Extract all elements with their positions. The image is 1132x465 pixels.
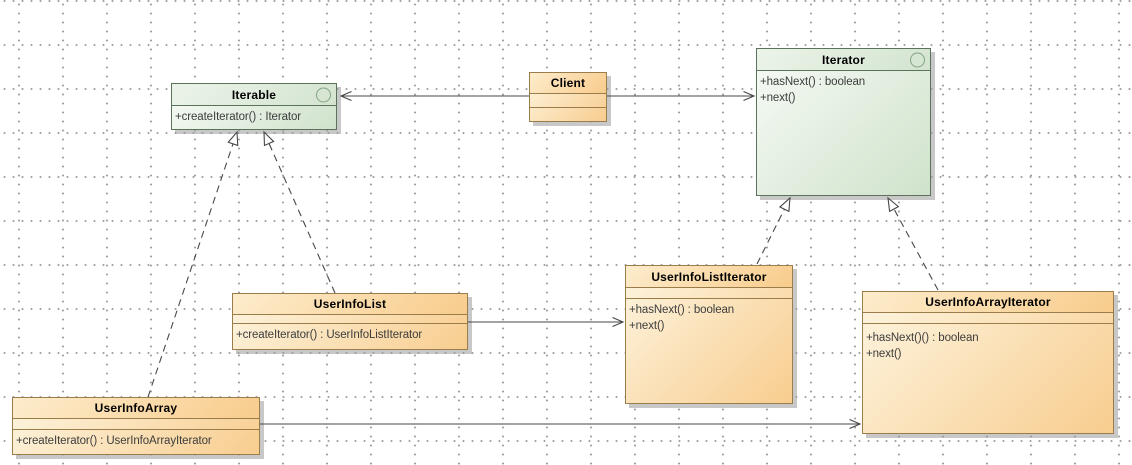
class-userinfoarrayiterator-title-bar: UserInfoArrayIterator bbox=[863, 292, 1113, 313]
class-client[interactable]: Client bbox=[529, 72, 607, 122]
operation: +hasNext() : boolean bbox=[629, 304, 735, 316]
operation: +createIterator() : UserInfoListIterator bbox=[236, 329, 423, 341]
class-userinfolistiterator-title-bar: UserInfoListIterator bbox=[626, 266, 792, 288]
operation: +next() bbox=[760, 92, 796, 104]
realization-userinfoarray-to-iterable[interactable] bbox=[147, 130, 239, 398]
operation: +hasNext()() : boolean bbox=[866, 332, 979, 344]
operation: +next() bbox=[629, 320, 665, 332]
class-userinfoarrayiterator-operations: +hasNext()() : boolean +next() bbox=[863, 324, 1113, 433]
class-userinfolistiterator[interactable]: UserInfoListIterator +hasNext() : boolea… bbox=[625, 265, 793, 404]
class-iterator-title-bar: Iterator bbox=[757, 49, 930, 71]
realization-userinfoarrayiterator-to-iterator[interactable] bbox=[887, 196, 939, 291]
class-userinfolist-title-bar: UserInfoList bbox=[233, 294, 467, 315]
class-userinfoarrayiterator[interactable]: UserInfoArrayIterator +hasNext()() : boo… bbox=[862, 291, 1114, 434]
class-userinfolistiterator-operations: +hasNext() : boolean +next() bbox=[626, 299, 792, 403]
class-iterator[interactable]: Iterator +hasNext() : boolean +next() bbox=[756, 48, 931, 196]
realization-userinfolist-to-iterable[interactable] bbox=[263, 130, 336, 294]
class-iterator-operations: +hasNext() : boolean +next() bbox=[757, 71, 930, 195]
class-iterable-name: Iterable bbox=[231, 87, 277, 102]
class-userinfoarrayiterator-name: UserInfoArrayIterator bbox=[925, 295, 1051, 309]
class-client-name: Client bbox=[550, 76, 586, 90]
class-iterable-operations: +createIterator() : Iterator bbox=[172, 106, 336, 129]
operation: +createIterator() : Iterator bbox=[175, 111, 301, 123]
class-client-title-bar: Client bbox=[530, 73, 606, 94]
interface-ball-icon bbox=[316, 87, 331, 102]
class-userinfoarray-attributes bbox=[13, 419, 259, 430]
class-userinfolist-name: UserInfoList bbox=[313, 297, 387, 311]
class-userinfoarray-title-bar: UserInfoArray bbox=[13, 398, 259, 419]
class-iterator-name: Iterator bbox=[822, 52, 865, 67]
operation: +createIterator() : UserInfoArrayIterato… bbox=[16, 435, 212, 447]
class-client-attributes bbox=[530, 94, 606, 108]
class-userinfoarray-operations: +createIterator() : UserInfoArrayIterato… bbox=[13, 430, 259, 454]
class-userinfoarrayiterator-attributes bbox=[863, 313, 1113, 324]
class-userinfoarray-name: UserInfoArray bbox=[94, 401, 178, 415]
interface-ball-icon bbox=[910, 52, 925, 67]
class-userinfolist-attributes bbox=[233, 315, 467, 324]
class-iterable[interactable]: Iterable +createIterator() : Iterator bbox=[171, 83, 337, 130]
operation: +next() bbox=[866, 348, 902, 360]
class-userinfolist-operations: +createIterator() : UserInfoListIterator bbox=[233, 324, 467, 349]
realization-userinfolistiterator-to-iterator[interactable] bbox=[756, 196, 791, 265]
operation: +hasNext() : boolean bbox=[760, 76, 866, 88]
class-userinfoarray[interactable]: UserInfoArray +createIterator() : UserIn… bbox=[12, 397, 260, 455]
class-iterable-title-bar: Iterable bbox=[172, 84, 336, 106]
class-userinfolistiterator-name: UserInfoListIterator bbox=[651, 269, 767, 284]
class-userinfolist[interactable]: UserInfoList +createIterator() : UserInf… bbox=[232, 293, 468, 350]
class-userinfolistiterator-attributes bbox=[626, 288, 792, 299]
